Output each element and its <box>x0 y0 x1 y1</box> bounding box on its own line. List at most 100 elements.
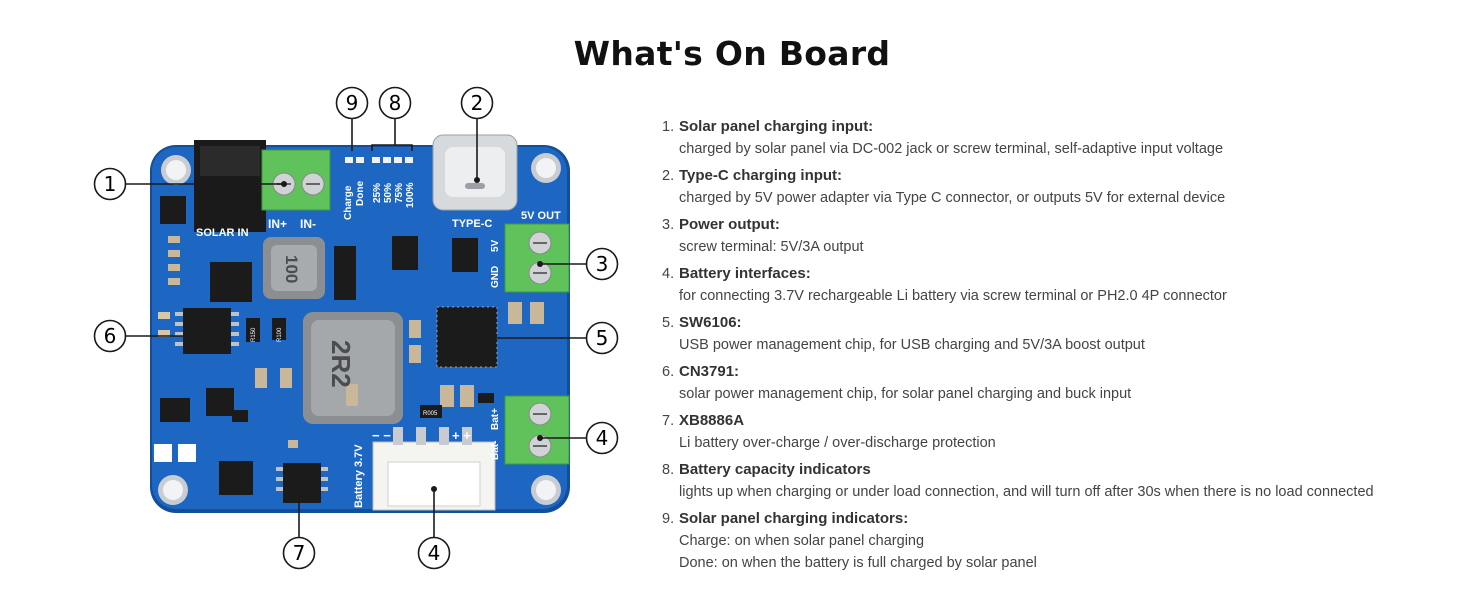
feature-title: Type-C charging input: <box>679 167 843 184</box>
feature-item: 1.Solar panel charging input: charged by … <box>662 116 1452 160</box>
mosfet <box>206 388 234 416</box>
transistor <box>160 196 186 224</box>
svg-text:4: 4 <box>596 426 609 450</box>
mosfet <box>452 238 478 272</box>
feature-description: charged by solar panel via DC-002 jack o… <box>679 141 1224 157</box>
svg-text:4: 4 <box>428 541 441 565</box>
mount-hole <box>531 475 561 505</box>
callout-leaders <box>126 119 586 537</box>
resistor-r005-marking: R005 <box>423 411 438 417</box>
passive-components <box>154 236 544 462</box>
feature-number: 1. <box>662 119 675 135</box>
feature-title: Battery interfaces: <box>679 265 811 282</box>
silk-bat-plus: Bat+ <box>490 408 501 430</box>
svg-text:6: 6 <box>104 324 117 348</box>
feature-description: screw terminal: 5V/3A output <box>679 239 864 255</box>
xb8886a-chip <box>276 463 328 503</box>
ic-chip <box>219 461 253 495</box>
feature-number: 5. <box>662 315 675 331</box>
svg-text:7: 7 <box>293 541 306 565</box>
callout-9: 9 <box>335 86 369 120</box>
mount-hole <box>531 153 561 183</box>
callout-8: 8 <box>378 86 412 120</box>
feature-description: lights up when charging or under load co… <box>679 484 1374 500</box>
silk-bat-minus: Bat- <box>490 441 501 460</box>
feature-number: 7. <box>662 413 675 429</box>
callout-5: 5 <box>585 321 619 355</box>
silk-100: 100% <box>405 182 416 208</box>
silk-done: Done <box>355 181 366 206</box>
feature-title: Power output: <box>679 216 780 233</box>
callout-6: 6 <box>93 319 127 353</box>
board-illustration: SOLAR IN IN+ IN- Charge Done 25% 50% 75%… <box>93 86 619 570</box>
callout-2: 2 <box>460 86 494 120</box>
diode <box>334 246 356 300</box>
inductor-small-marking: 100 <box>282 255 301 283</box>
silk-50: 50% <box>383 183 394 203</box>
callout-3: 3 <box>585 247 619 281</box>
feature-title: SW6106: <box>679 314 742 331</box>
feature-title: Solar panel charging input: <box>679 118 874 135</box>
feature-item: 9.Solar panel charging indicators: Charge… <box>662 508 1452 574</box>
feature-description: Li battery over-charge / over-discharge … <box>679 435 996 451</box>
feature-number: 8. <box>662 462 675 478</box>
silk-in-plus: IN+ <box>268 217 287 231</box>
silk-charge: Charge <box>343 185 354 220</box>
feature-description: for connecting 3.7V rechargeable Li batt… <box>679 288 1227 304</box>
feature-number: 2. <box>662 168 675 184</box>
feature-number: 4. <box>662 266 675 282</box>
board-diagram: SOLAR IN IN+ IN- Charge Done 25% 50% 75%… <box>0 0 640 600</box>
mount-hole <box>158 475 188 505</box>
feature-item: 6.CN3791: solar power management chip, fo… <box>662 361 1452 405</box>
feature-description: Done: on when the battery is full charge… <box>679 555 1037 571</box>
feature-list: 1.Solar panel charging input: charged by … <box>662 116 1452 579</box>
feature-title: Solar panel charging indicators: <box>679 510 909 527</box>
ic-chip <box>210 262 252 302</box>
feature-item: 5.SW6106: USB power management chip, for … <box>662 312 1452 356</box>
callout-4: 4 <box>585 421 619 455</box>
feature-title: Battery capacity indicators <box>679 461 871 478</box>
silk-5v: 5V <box>490 239 501 252</box>
silk-75: 75% <box>394 183 405 203</box>
svg-text:8: 8 <box>389 91 402 115</box>
feature-item: 4.Battery interfaces: for connecting 3.7V… <box>662 263 1452 307</box>
callout-1: 1 <box>93 167 127 201</box>
callout-7: 7 <box>282 536 316 570</box>
cn3791-chip <box>175 308 239 354</box>
feature-description: solar power management chip, for solar p… <box>679 386 1132 402</box>
solar-screw-terminal <box>261 149 331 211</box>
inductor-large-marking: 2R2 <box>326 340 356 388</box>
silk-gnd: GND <box>490 266 501 288</box>
feature-number: 3. <box>662 217 675 233</box>
feature-item: 7.XB8886A Li battery over-charge / over-d… <box>662 410 1452 454</box>
mosfet <box>160 398 190 422</box>
silk-in-minus: IN- <box>300 217 316 231</box>
feature-item: 8.Battery capacity indicators lights up w… <box>662 459 1452 503</box>
feature-title: CN3791: <box>679 363 740 380</box>
svg-text:5: 5 <box>596 326 609 350</box>
feature-number: 9. <box>662 511 675 527</box>
inductor-small <box>263 237 325 299</box>
resistor-r150-marking: R150 <box>251 327 257 342</box>
feature-description: USB power management chip, for USB charg… <box>679 337 1145 353</box>
feature-title: XB8886A <box>679 412 745 429</box>
feature-description: Charge: on when solar panel charging <box>679 533 925 549</box>
battery-screw-terminal <box>504 395 570 465</box>
resistor-r100-marking: R100 <box>277 327 283 342</box>
silk-5v-out: 5V OUT <box>521 210 561 222</box>
svg-text:1: 1 <box>104 172 117 196</box>
mosfet <box>392 236 418 270</box>
svg-text:9: 9 <box>346 91 359 115</box>
svg-text:3: 3 <box>596 252 609 276</box>
silk-type-c: TYPE-C <box>452 218 492 230</box>
silk-plus-pair: + + <box>452 428 471 443</box>
led-row <box>345 157 413 163</box>
page-title: What's On Board <box>573 34 891 73</box>
usb-c-connector <box>432 134 518 211</box>
output-screw-terminal <box>504 223 570 293</box>
callout-4-connector: 4 <box>417 536 451 570</box>
silk-minus-pair: − − <box>372 428 391 443</box>
feature-number: 6. <box>662 364 675 380</box>
feature-item: 2.Type-C charging input:charged by 5V po… <box>662 165 1452 209</box>
svg-text:2: 2 <box>471 91 484 115</box>
